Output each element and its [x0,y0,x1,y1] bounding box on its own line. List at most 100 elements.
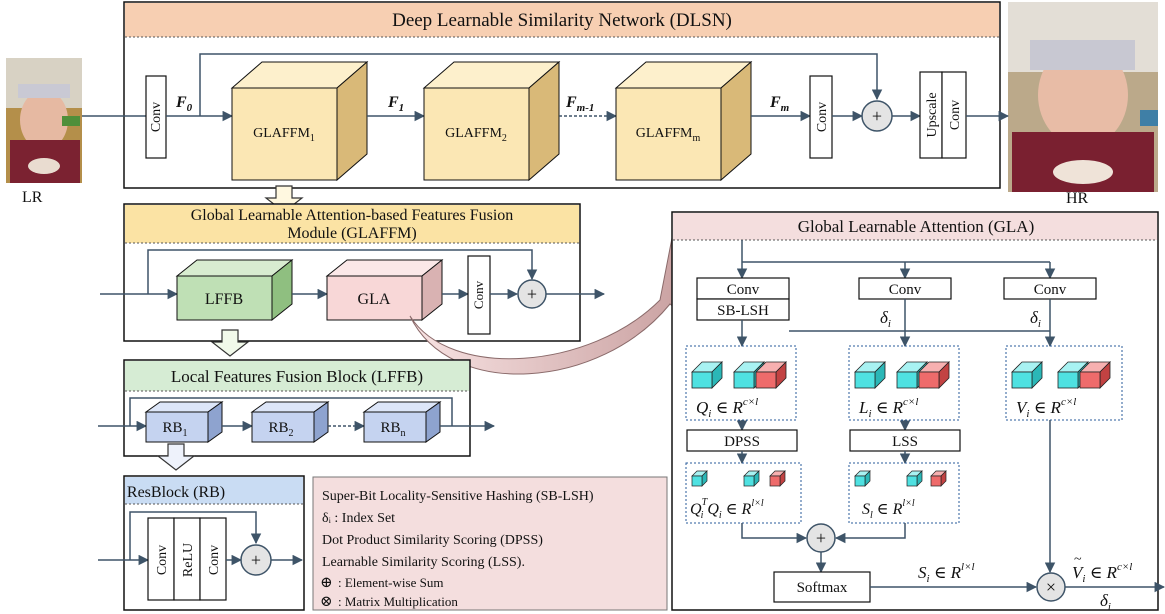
dlsn-title: Deep Learnable Similarity Network (DLSN) [392,10,732,31]
gla-delta-out: δi [1100,591,1111,613]
gla-title: Global Learnable Attention (GLA) [798,217,1035,236]
rb-conv-2 [199,517,227,601]
fm-label: Fm [769,94,790,114]
glaffm-conv [467,255,491,335]
qtq-token-icon [743,470,760,487]
glaffm-1-label: GLAFFM1 [253,126,315,144]
gla-conv-q-label: Conv [727,282,760,298]
glaffm-title-line1: Global Learnable Attention-based Feature… [191,207,514,224]
upscale-label: Upscale [925,92,940,137]
v-token-red-icon [1079,361,1111,389]
lr-image [6,58,82,183]
gla-panel: Global Learnable Attention (GLA) [671,211,1159,611]
rb-skip-line [129,511,262,560]
q-token-red-icon [755,361,787,389]
rb-relu-label: ReLU [181,543,196,577]
global-skip-line [199,53,883,116]
fm1-label: Fm-1 [565,94,594,114]
rb-conv-1-label: Conv [155,545,170,575]
rb-1-label: RB1 [162,420,187,439]
vtilde-equation: Vi ∈ Rc×l [1072,561,1132,585]
expand-lffb-arrow-icon [210,329,250,357]
expand-rb-arrow-icon [156,443,196,471]
legend-mul-icon: ⊗ [320,594,333,610]
gla-delta-l: δi [880,308,891,330]
resblock-title: ResBlock (RB) [127,484,225,501]
f1-label: F1 [387,94,404,114]
q-tensor-panel: Qi ∈ Rc×l [685,345,797,421]
rb-n-block: RBn [362,401,442,443]
qtq-to-sum [741,523,808,544]
dlsn-conv-last-label: Conv [948,100,963,130]
gla-sum-symbol: + [816,528,826,548]
si-equation: Si ∈ Rl×l [918,561,975,585]
gla-sblsh-label: SB-LSH [717,303,769,319]
vtilde-tilde: ~ [1074,552,1082,567]
l-token-red-icon [918,361,950,389]
rb-relu [173,517,201,601]
softmax-block [773,571,871,603]
gla-cube: GLA [325,258,444,322]
dlsn-conv-out-label: Conv [815,102,830,132]
lffb-cube-label: LFFB [205,291,243,308]
rb-conv-2-label: Conv [207,545,222,575]
dpss-label: DPSS [724,434,760,450]
gla-cube-label: GLA [358,291,391,308]
lffb-title: Local Features Fusion Block (LFFB) [171,367,423,386]
glaffm-title-line2: Module (GLAFFM) [287,225,416,242]
glaffm-m-label: GLAFFMm [636,126,701,144]
legend-mul-text: : Matrix Multiplication [338,594,458,609]
glaffm-conv-label: Conv [471,280,486,309]
gla-conv-l-label: Conv [889,282,922,298]
dlsn-sum-symbol: + [872,106,882,126]
v-tensor-panel: Vi ∈ Rc×l [1005,345,1123,421]
q-equation: Qi ∈ Rc×l [696,396,758,420]
legend-dpss: Dot Product Similarity Scoring (DPSS) [322,533,543,548]
rb-1-block: RB1 [144,401,224,443]
glaffm-1-block: GLAFFM1 [230,60,369,182]
dlsn-conv-in [145,75,167,159]
legend-sum-icon: ⊕ [320,575,333,591]
v-token-icon [1011,361,1043,389]
glaffm-skip-line [147,249,538,294]
sl-token-icon [854,470,871,487]
gla-mul-symbol: × [1046,577,1056,597]
sl-to-sum [834,523,906,544]
rb-2-label: RB2 [268,420,293,439]
v-equation: Vi ∈ Rc×l [1016,396,1076,420]
glaffm-m-block: GLAFFMm [614,60,753,182]
hr-image [1008,2,1158,192]
dlsn-conv-last [941,71,967,159]
glaffm-2-label: GLAFFM2 [445,126,507,144]
sl-equation: Sl ∈ Rl×l [862,498,915,521]
rb-n-label: RBn [380,420,405,439]
l-token-icon [854,361,886,389]
lr-label: LR [22,189,43,206]
gla-conv-v-label: Conv [1034,282,1067,298]
f0-label: F0 [175,94,193,114]
glaffm-2-block: GLAFFM2 [422,60,561,182]
lss-label: LSS [892,434,918,450]
dlsn-conv-out [809,75,833,159]
qtq-token-icon [691,470,708,487]
dlsn-conv-in-label: Conv [149,102,164,132]
rb-conv-1 [147,517,175,601]
gla-delta-v: δi [1030,308,1041,330]
rb-2-block: RB2 [250,401,330,443]
glaffm-sum-symbol: + [527,284,537,304]
legend-index-set: δᵢ : Index Set [322,511,395,526]
legend-sum-text: : Element-wise Sum [338,575,443,590]
legend-sblsh: Super-Bit Locality-Sensitive Hashing (SB… [322,489,594,504]
l-tensor-panel: Li ∈ Rc×l [848,345,960,421]
sl-panel: Sl ∈ Rl×l [848,462,960,524]
rb-sum-symbol: + [251,550,261,570]
sl-token-red-icon [930,470,947,487]
lffb-cube: LFFB [175,258,294,322]
legend-panel: Super-Bit Locality-Sensitive Hashing (SB… [312,476,668,611]
lffb-skip-line [129,397,453,426]
sl-token-icon [906,470,923,487]
softmax-label: Softmax [797,580,848,596]
